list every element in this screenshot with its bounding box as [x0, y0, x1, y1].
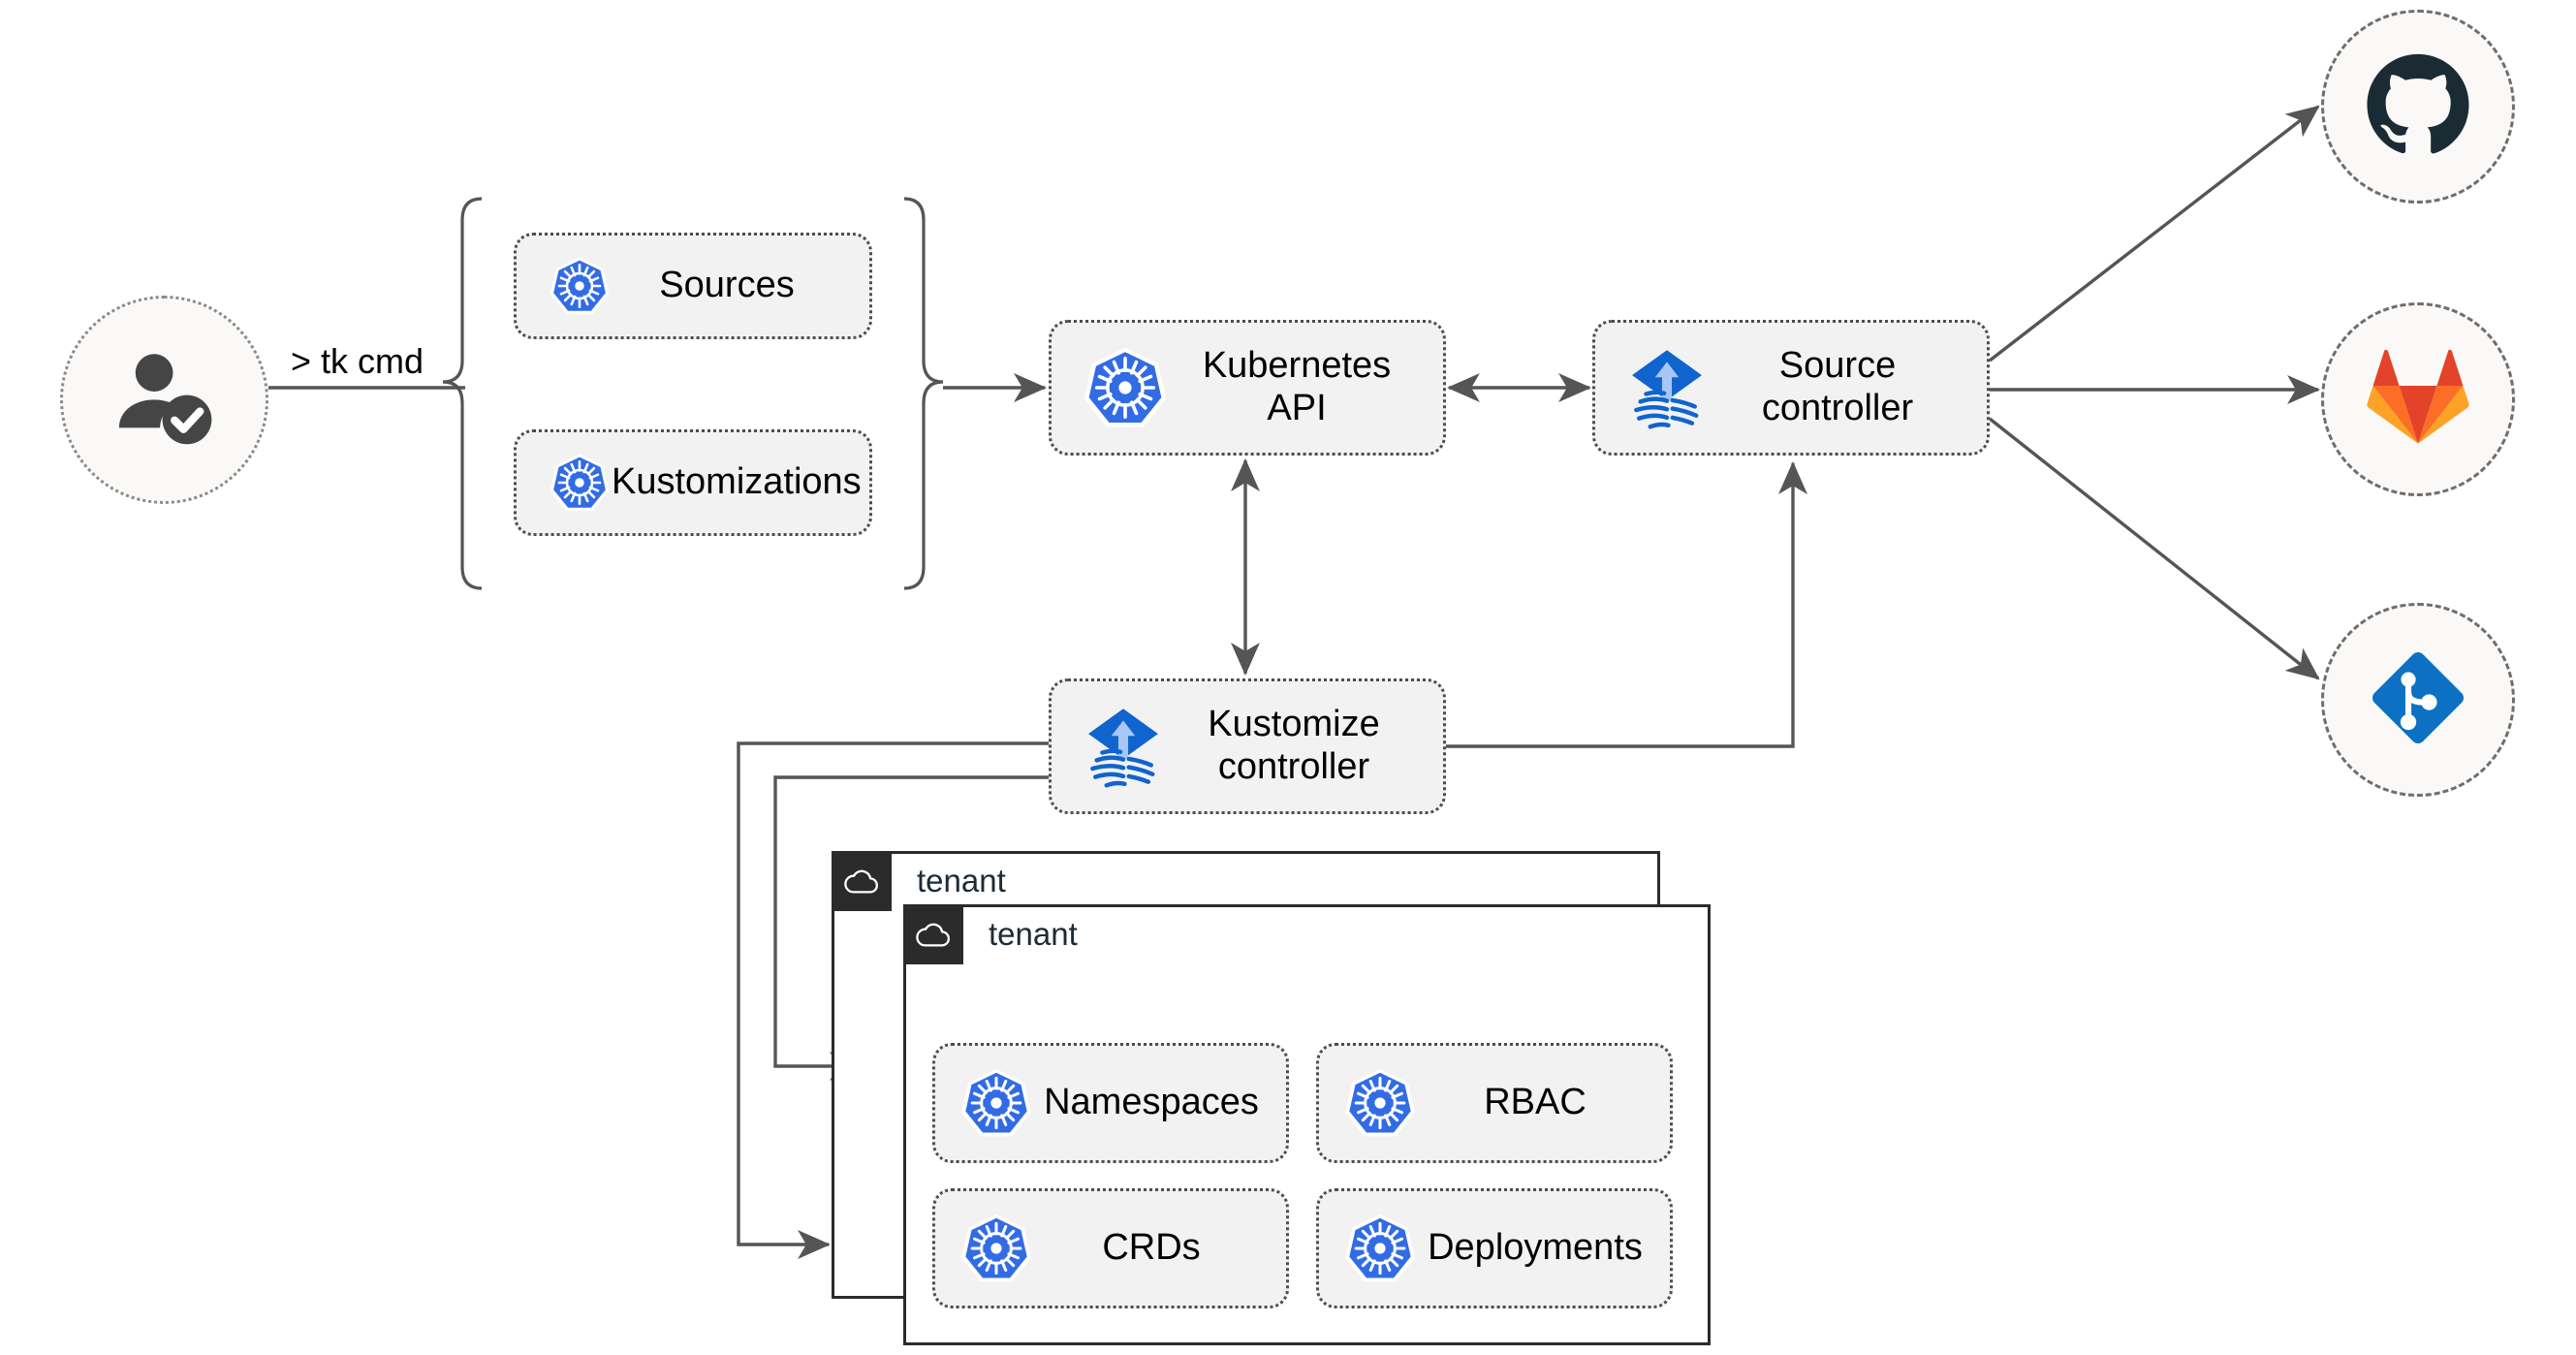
resource-label: RBAC	[1484, 1082, 1586, 1123]
gitlab-icon	[2366, 349, 2470, 451]
node-source-controller[interactable]: Source controller	[1592, 320, 1990, 456]
tenant-header: tenant	[903, 904, 1078, 964]
resource-box-deployments[interactable]: Deployments	[1316, 1188, 1673, 1308]
provider-azure-repos[interactable]	[2321, 603, 2515, 797]
resource-box-namespaces[interactable]: Namespaces	[932, 1043, 1289, 1163]
provider-github[interactable]	[2321, 10, 2515, 204]
user-check-icon	[109, 341, 221, 458]
edge-kustomize-source	[1441, 460, 1807, 748]
actor-avatar	[60, 296, 268, 504]
node-kubernetes-api[interactable]: Kubernetes API	[1049, 320, 1446, 456]
resource-box-sources[interactable]: Sources	[514, 233, 872, 339]
resource-label: Kustomizations	[612, 461, 862, 503]
resource-box-crds[interactable]: CRDs	[932, 1188, 1289, 1308]
kubernetes-icon	[1342, 1211, 1418, 1286]
tenant-card-front[interactable]: tenant	[903, 904, 1711, 1345]
cloud-icon	[832, 851, 892, 911]
command-label: > tk cmd	[291, 341, 424, 381]
node-label: Kubernetes API	[1202, 345, 1392, 428]
resource-box-kustomizations[interactable]: Kustomizations	[514, 429, 872, 536]
edge-source-azure	[1988, 417, 2320, 680]
node-label: Source controller	[1761, 345, 1914, 428]
resource-label: Sources	[659, 265, 795, 306]
node-label: Kustomize controller	[1208, 704, 1380, 787]
kubernetes-icon	[548, 254, 612, 318]
github-icon	[2364, 50, 2472, 164]
tenant-header: tenant	[832, 851, 1006, 911]
node-kustomize-controller[interactable]: Kustomize controller	[1049, 678, 1446, 814]
brace-right	[903, 197, 944, 590]
kubernetes-icon	[548, 451, 612, 515]
kubernetes-icon	[1081, 343, 1170, 432]
flux-icon	[1079, 702, 1168, 791]
provider-gitlab[interactable]	[2321, 302, 2515, 496]
resource-label: Deployments	[1428, 1227, 1643, 1269]
resource-label: CRDs	[1102, 1227, 1201, 1269]
tenant-label: tenant	[989, 916, 1078, 952]
flux-icon	[1622, 343, 1712, 432]
resource-label: Namespaces	[1044, 1082, 1259, 1123]
kubernetes-icon	[958, 1211, 1034, 1286]
kubernetes-icon	[1342, 1065, 1418, 1141]
tenant-label: tenant	[917, 863, 1006, 898]
resource-box-rbac[interactable]: RBAC	[1316, 1043, 1673, 1163]
brace-left	[442, 197, 483, 590]
azure-git-icon	[2362, 642, 2474, 759]
cloud-icon	[903, 904, 963, 964]
edge-source-github	[1988, 105, 2320, 362]
kubernetes-icon	[958, 1065, 1034, 1141]
